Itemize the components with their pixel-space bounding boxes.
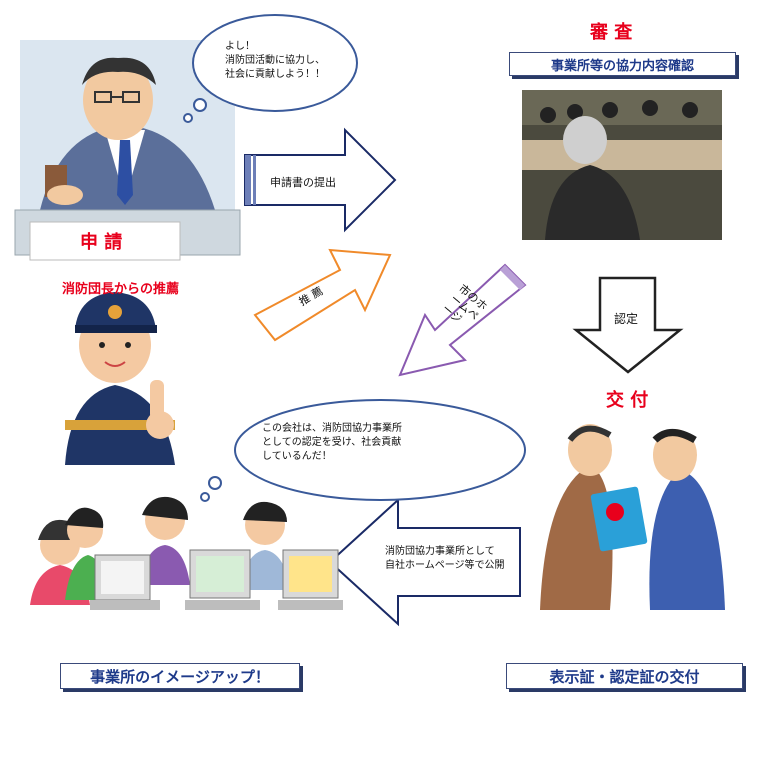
approve-arrow-label: 認定 [614,312,639,326]
city-hp-arrow [398,263,527,377]
people-at-computers-illustration [30,496,343,610]
manager-bubble-line-1: よし！ [225,41,255,52]
fire-chief-illustration [65,292,175,465]
people-thought-bubble [200,399,526,502]
kofu-label: 交 付 [606,390,649,411]
shinsei-label: 申 請 [80,232,123,253]
confirm-content-banner: 事業所等の協力内容確認 [509,52,736,76]
shinsa-label: 審 査 [590,22,633,43]
issue-cert-banner: 表示証・認定証の交付 [506,663,743,689]
certificate-handover-illustration [540,424,725,610]
image-up-banner: 事業所のイメージアップ！ [60,663,300,689]
recommend-arrow [253,248,392,342]
people-bubble-line-1: この会社は、消防団協力事業所 [262,423,402,434]
publish-arrow [328,497,521,627]
manager-bubble-text: よし！ 消防団活動に協力し、 社会に貢献しよう！！ [225,40,325,82]
approve-arrow [572,276,684,374]
recommend-from-chief-label: 消防団長からの推薦 [62,282,180,297]
people-bubble-line-2: としての認定を受け、社会貢献 [262,437,402,448]
submit-arrow-label: 申請書の提出 [270,176,336,189]
application-paper [29,221,181,261]
publish-line-1: 消防団協力事業所として [385,546,495,557]
manager-bubble-line-3: 社会に貢献しよう！！ [225,69,325,80]
manager-thought-bubble [183,14,358,123]
people-bubble-text: この会社は、消防団協力事業所 としての認定を受け、社会貢献 しているんだ！ [262,422,402,464]
meeting-photo [522,90,722,240]
submit-arrow [244,127,397,233]
publish-arrow-label: 消防団協力事業所として 自社ホームページ等で公開 [385,545,505,573]
people-bubble-line-3: しているんだ！ [262,451,332,462]
manager-bubble-line-2: 消防団活動に協力し、 [225,55,325,66]
publish-line-2: 自社ホームページ等で公開 [385,560,505,571]
